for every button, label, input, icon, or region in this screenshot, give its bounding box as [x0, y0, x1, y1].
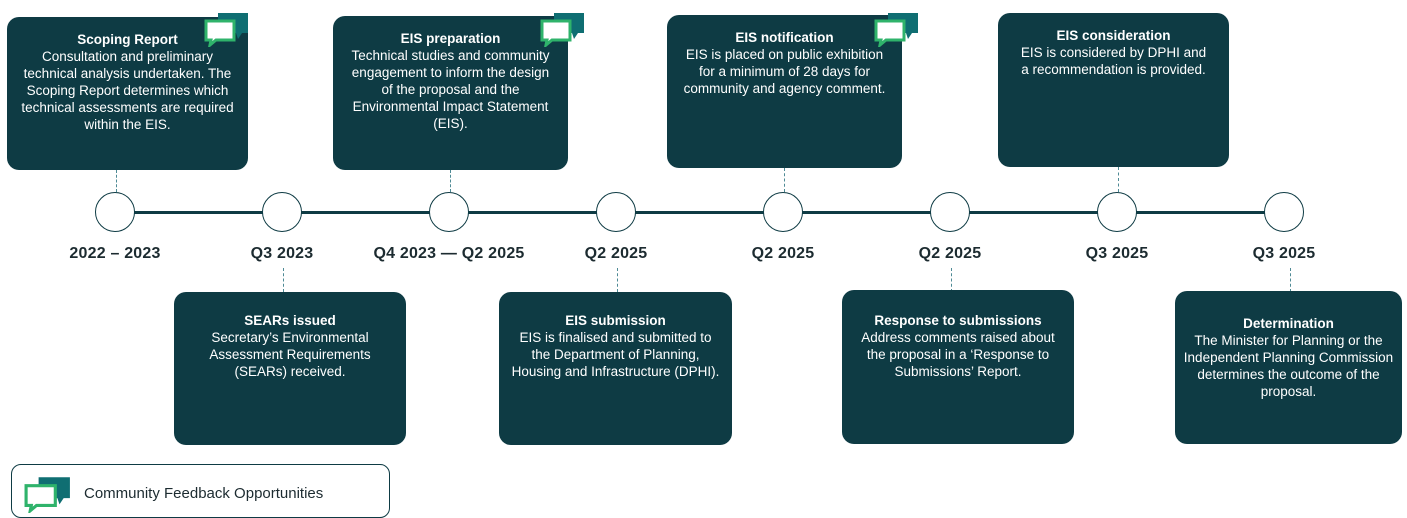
connector-7 — [1118, 167, 1119, 192]
stage-card-sears-issued: SEARs issued Secretary’s Environmental A… — [174, 292, 406, 445]
connector-1 — [116, 170, 117, 192]
stage-card-eis-notification: EIS notification EIS is placed on public… — [667, 15, 902, 168]
connector-3 — [450, 170, 451, 192]
stage-title: EIS submission — [565, 313, 666, 328]
timeline-axis — [115, 211, 1285, 214]
stage-card-scoping-report: Scoping Report Consultation and prelimin… — [7, 17, 248, 170]
timeline-date-5: Q2 2025 — [751, 245, 815, 262]
timeline-date-7: Q3 2025 — [1085, 245, 1149, 262]
stage-description: EIS is finalised and submitted to the De… — [511, 330, 720, 379]
stage-card-eis-preparation: EIS preparation Technical studies and co… — [333, 16, 568, 170]
timeline-node-5 — [763, 192, 803, 232]
timeline-node-1 — [95, 192, 135, 232]
timeline-date-8: Q3 2025 — [1252, 245, 1316, 262]
speech-bubbles-icon — [24, 477, 70, 513]
timeline-date-6: Q2 2025 — [918, 245, 982, 262]
speech-bubbles-icon — [874, 13, 918, 47]
stage-title: Scoping Report — [77, 32, 178, 47]
connector-4 — [617, 268, 618, 292]
connector-2 — [283, 268, 284, 292]
stage-title: Response to submissions — [874, 313, 1042, 328]
timeline-node-3 — [429, 192, 469, 232]
timeline-date-2: Q3 2023 — [250, 245, 314, 262]
stage-description: The Minister for Planning or the Indepen… — [1183, 333, 1394, 399]
stage-description: Consultation and preliminary technical a… — [21, 49, 234, 132]
stage-title: EIS consideration — [1056, 28, 1171, 43]
stage-description: EIS is considered by DPHI and a recommen… — [1020, 45, 1207, 77]
speech-bubbles-icon — [540, 13, 584, 47]
timeline-node-8 — [1264, 192, 1304, 232]
connector-6 — [951, 268, 952, 292]
stage-description: Technical studies and community engageme… — [351, 48, 550, 131]
connector-8 — [1290, 268, 1291, 292]
timeline-node-7 — [1097, 192, 1137, 232]
stage-description: Secretary’s Environmental Assessment Req… — [209, 330, 371, 379]
stage-card-eis-submission: EIS submission EIS is finalised and subm… — [499, 292, 732, 445]
stage-title: EIS preparation — [400, 31, 501, 46]
stage-title: Determination — [1243, 316, 1334, 331]
stage-title: SEARs issued — [244, 313, 336, 328]
stage-title: EIS notification — [735, 30, 834, 45]
stage-card-eis-consideration: EIS consideration EIS is considered by D… — [998, 13, 1229, 167]
stage-description: EIS is placed on public exhibition for a… — [683, 47, 886, 96]
legend-label: Community Feedback Opportunities — [84, 485, 324, 502]
timeline-node-6 — [930, 192, 970, 232]
legend: Community Feedback Opportunities — [11, 464, 390, 518]
timeline-node-2 — [262, 192, 302, 232]
timeline-date-3: Q4 2023 — Q2 2025 — [373, 245, 525, 262]
timeline-date-4: Q2 2025 — [584, 245, 648, 262]
connector-5 — [784, 168, 785, 192]
stage-card-determination: Determination The Minister for Planning … — [1175, 291, 1402, 444]
stage-card-response-to-submissions: Response to submissions Address comments… — [842, 290, 1074, 444]
timeline-date-1: 2022 – 2023 — [69, 245, 161, 262]
stage-description: Address comments raised about the propos… — [861, 330, 1055, 379]
timeline-node-4 — [596, 192, 636, 232]
speech-bubbles-icon — [204, 13, 248, 47]
